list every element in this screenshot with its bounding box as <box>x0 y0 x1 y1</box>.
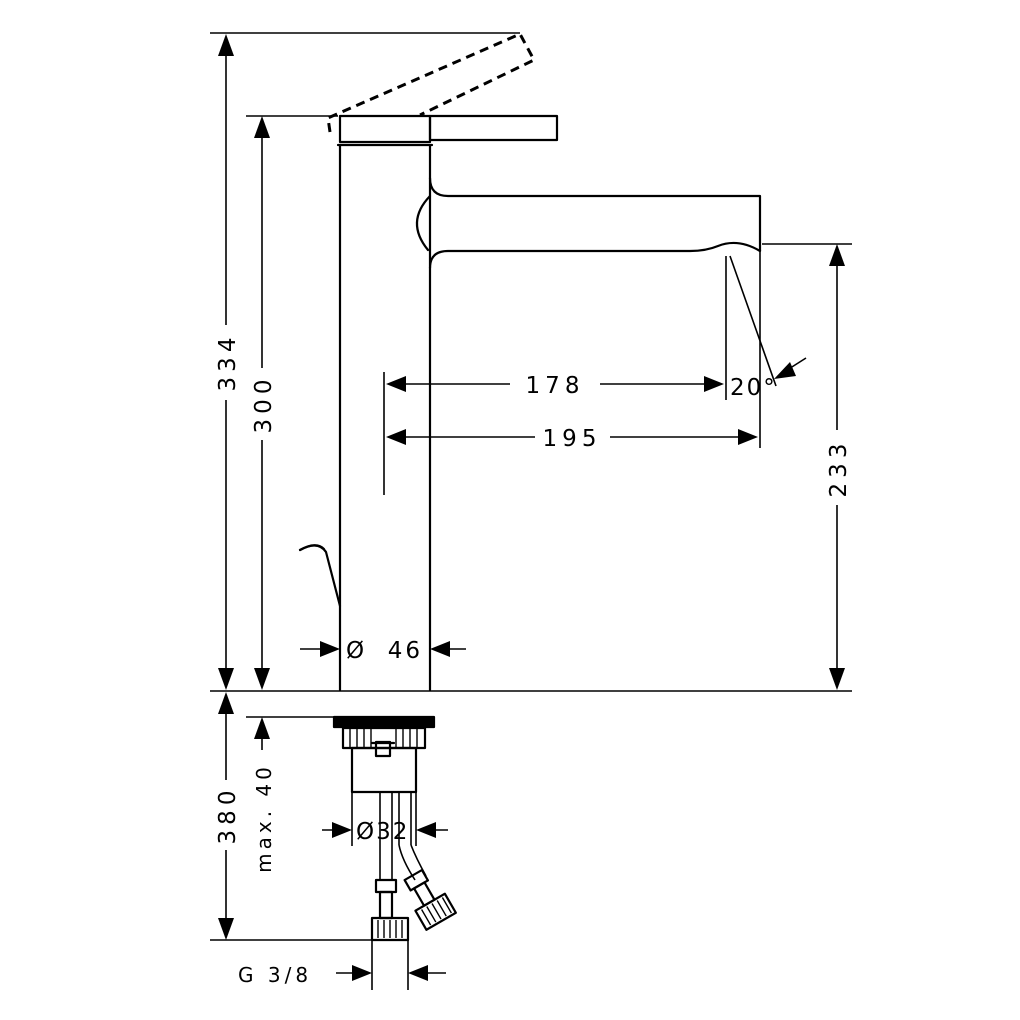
mounting-hardware <box>332 715 436 881</box>
extension-lines <box>210 32 852 990</box>
dim-body-height: 300 <box>251 116 277 690</box>
dim-spout-reach-outer: 195 <box>386 426 758 452</box>
dim-spray-angle: 20° <box>730 357 807 401</box>
dim-connection-length-label: 380 <box>215 786 241 845</box>
dim-spout-reach-outer-label: 195 <box>543 426 602 452</box>
dim-thread-size: G 3/8 <box>238 963 446 987</box>
dim-total-height-label: 334 <box>215 333 241 392</box>
dim-shank-diameter: Ø32 <box>322 819 448 845</box>
dim-body-diameter-label: Ø 46 <box>346 638 423 664</box>
dim-outlet-height: 233 <box>826 244 852 690</box>
dim-max-deck-thickness-label: max. 40 <box>252 763 276 873</box>
dim-spray-angle-label: 20° <box>730 375 777 401</box>
spout <box>415 176 762 270</box>
dim-outlet-height-label: 233 <box>826 439 852 498</box>
dim-shank-diameter-label: Ø32 <box>356 819 409 845</box>
dim-connection-length: 380 <box>215 692 241 940</box>
hose-connector-right <box>403 868 457 931</box>
dim-spout-reach-inner: 178 <box>386 373 724 399</box>
hose-connector-left <box>370 878 410 942</box>
dim-max-deck-thickness: max. 40 <box>252 717 276 873</box>
dim-spout-reach-inner-label: 178 <box>526 373 585 399</box>
faucet-body <box>336 114 434 692</box>
pop-up-rod <box>298 544 342 608</box>
dim-body-diameter: Ø 46 <box>300 638 466 664</box>
dim-thread-size-label: G 3/8 <box>238 963 312 987</box>
lever-handle <box>428 114 559 142</box>
dim-body-height-label: 300 <box>251 375 277 434</box>
dim-total-height: 334 <box>215 34 241 690</box>
